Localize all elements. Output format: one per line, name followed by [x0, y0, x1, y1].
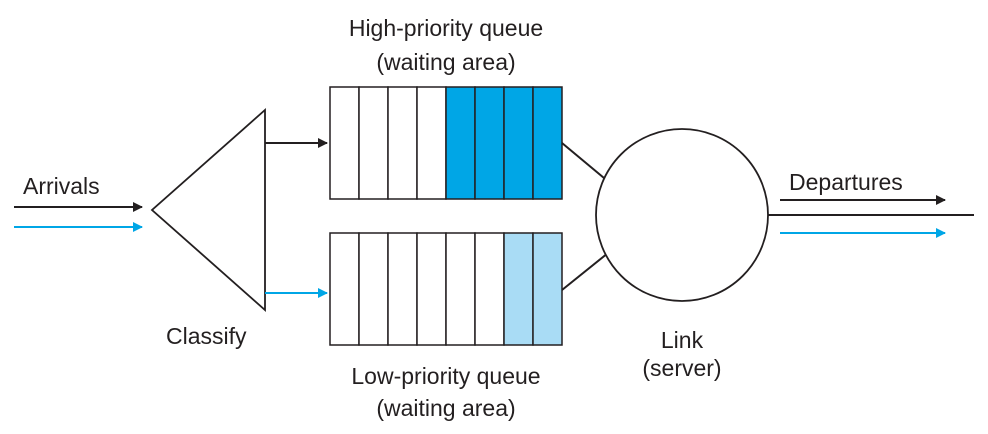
high-queue-subtitle: (waiting area): [376, 49, 515, 75]
low-queue-subtitle: (waiting area): [376, 395, 515, 421]
queue-slot: [416, 232, 447, 346]
queue-slot: [358, 86, 389, 200]
queued-packet-high: [532, 86, 563, 200]
link-server-circle: [595, 128, 769, 302]
queue-slot: [358, 232, 389, 346]
queue-slot: [329, 86, 360, 200]
low-priority-queue: [329, 232, 563, 346]
queue-slot: [474, 232, 505, 346]
queued-packet-low: [503, 232, 534, 346]
queued-packet-high: [474, 86, 505, 200]
high-queue-to-link-line: [561, 142, 611, 184]
queue-slot: [416, 86, 447, 200]
high-priority-queue: [329, 86, 563, 200]
queued-packet-high: [445, 86, 476, 200]
low-queue-title: Low-priority queue: [351, 363, 540, 389]
queue-slot: [445, 232, 476, 346]
queued-packet-high: [503, 86, 534, 200]
low-queue-to-link-line: [561, 252, 609, 291]
queue-slot: [329, 232, 360, 346]
classify-label: Classify: [166, 323, 247, 349]
departures-label: Departures: [789, 169, 903, 195]
queue-slot: [387, 232, 418, 346]
arrivals-label: Arrivals: [23, 173, 100, 199]
queue-slot: [387, 86, 418, 200]
high-queue-title: High-priority queue: [349, 15, 543, 41]
classifier-shape: [150, 108, 266, 312]
link-sublabel: (server): [642, 355, 721, 381]
queued-packet-low: [532, 232, 563, 346]
link-label: Link: [661, 327, 704, 353]
